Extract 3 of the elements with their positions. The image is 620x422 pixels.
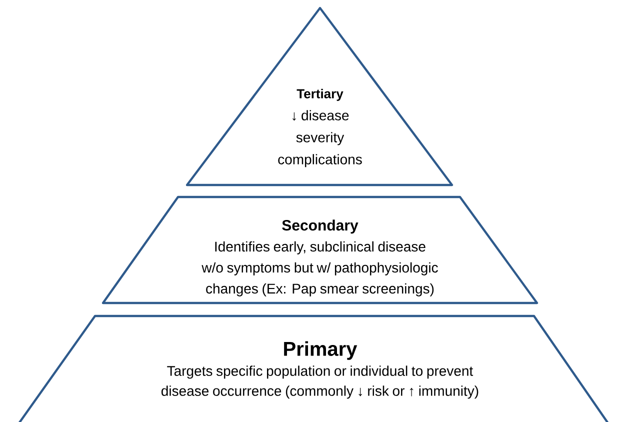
trapezoid-tier: Secondary Identifies early, subclinical disease w/o symptoms but w/ pathophysiologic changes (Ex: Pap smear screenings) <box>102 196 538 304</box>
trapezoid-tier: Primary Targets specific population or individual to prevent disease occurrence (commonly ↓ risk or ↑ immunity) <box>16 314 611 422</box>
triangle-tier: Tertiary ↓ disease severity complications <box>186 6 454 186</box>
